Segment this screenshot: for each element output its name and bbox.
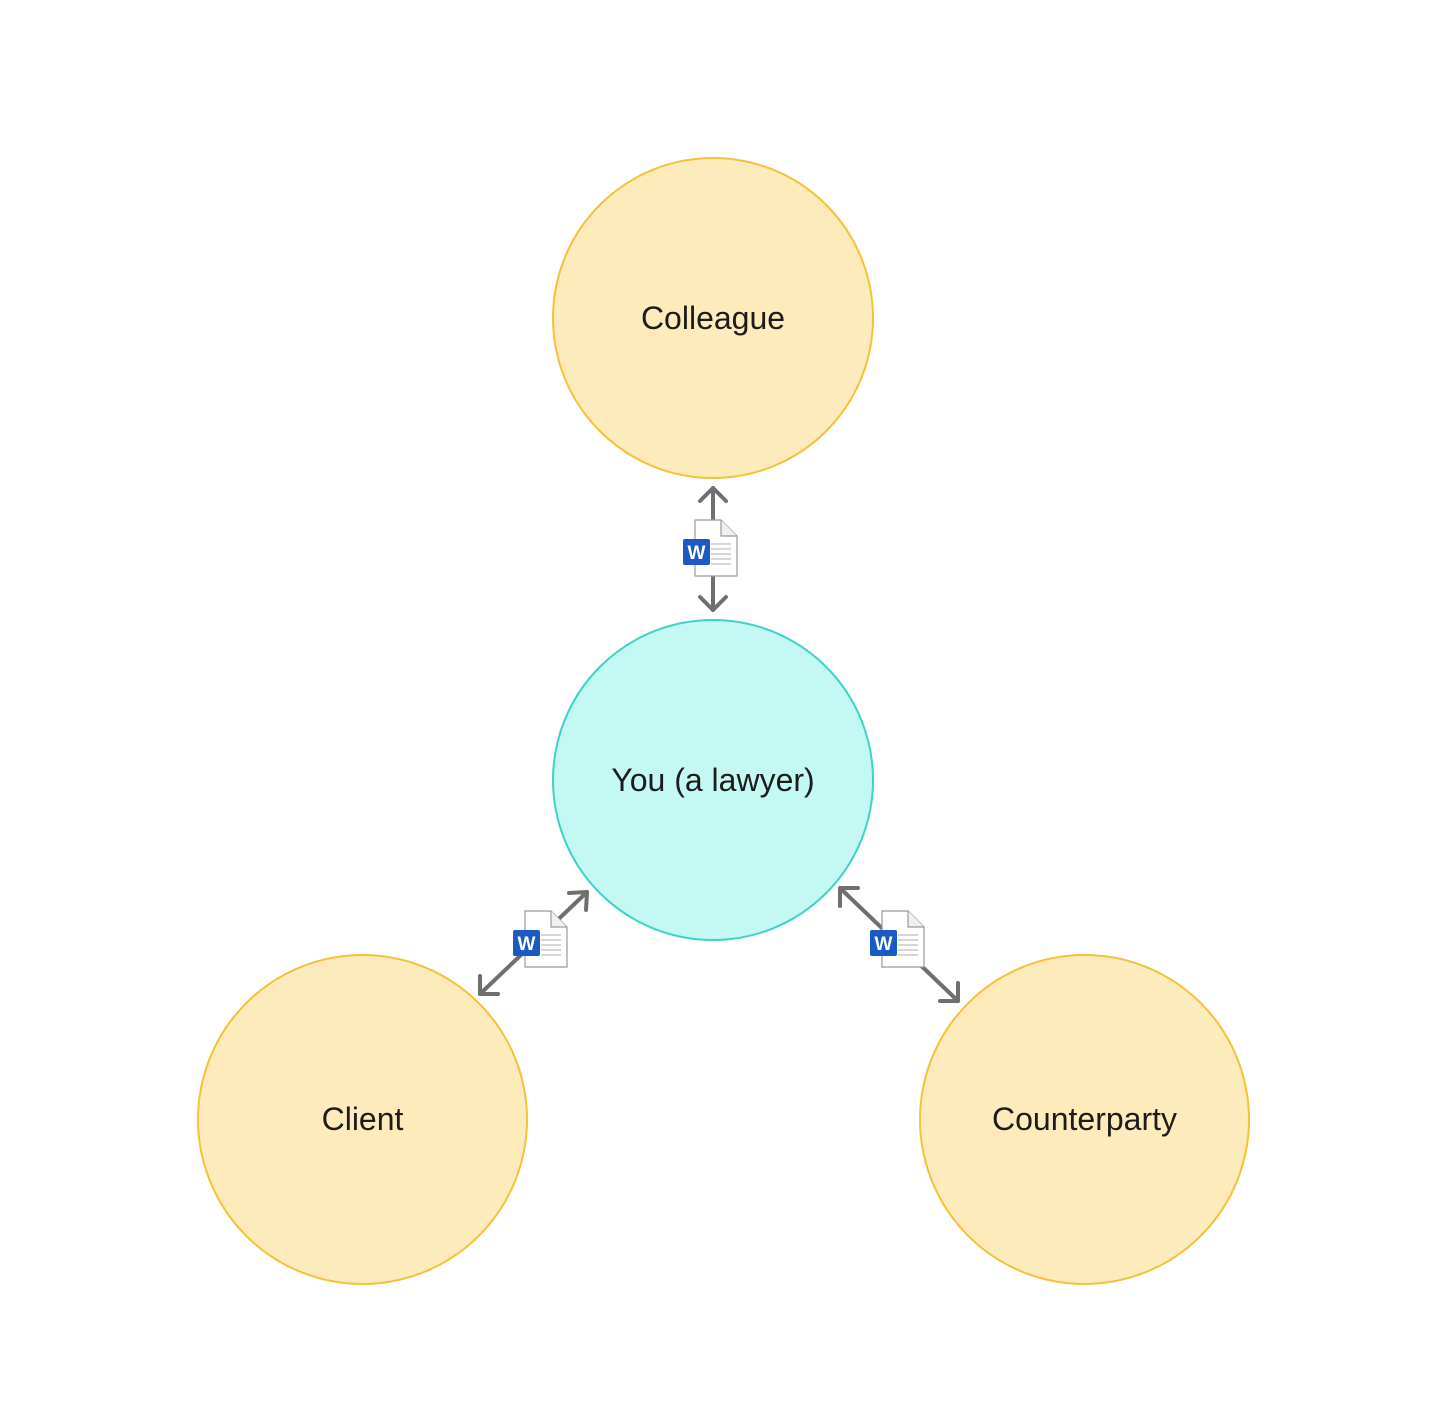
word-document-icon: W — [681, 518, 739, 578]
node-client: Client — [197, 954, 528, 1285]
node-you-label: You (a lawyer) — [611, 761, 815, 798]
word-document-icon: W — [511, 909, 569, 969]
node-colleague-label: Colleague — [640, 299, 786, 336]
node-counterparty-label: Counterparty — [992, 1101, 1177, 1137]
node-colleague: Colleague — [552, 157, 874, 479]
word-document-icon: W — [868, 909, 926, 969]
node-client-label: Client — [321, 1101, 404, 1137]
svg-text:W: W — [688, 543, 706, 564]
node-counterparty: Counterparty — [919, 954, 1250, 1285]
svg-text:W: W — [875, 934, 893, 955]
svg-text:W: W — [518, 934, 536, 955]
node-you: You (a lawyer) — [552, 619, 874, 941]
